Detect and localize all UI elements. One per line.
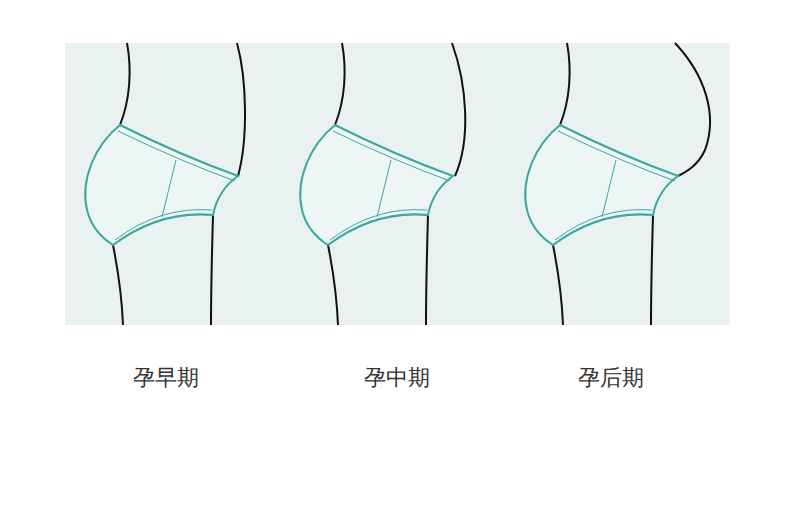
stage-label: 孕后期 [578, 365, 644, 391]
figure-late [525, 43, 710, 325]
figure-middle [300, 43, 465, 325]
stage-label: 孕早期 [133, 365, 199, 391]
stage-label: 孕中期 [364, 365, 430, 391]
background-panel [65, 43, 730, 325]
underwear-early [85, 125, 238, 245]
